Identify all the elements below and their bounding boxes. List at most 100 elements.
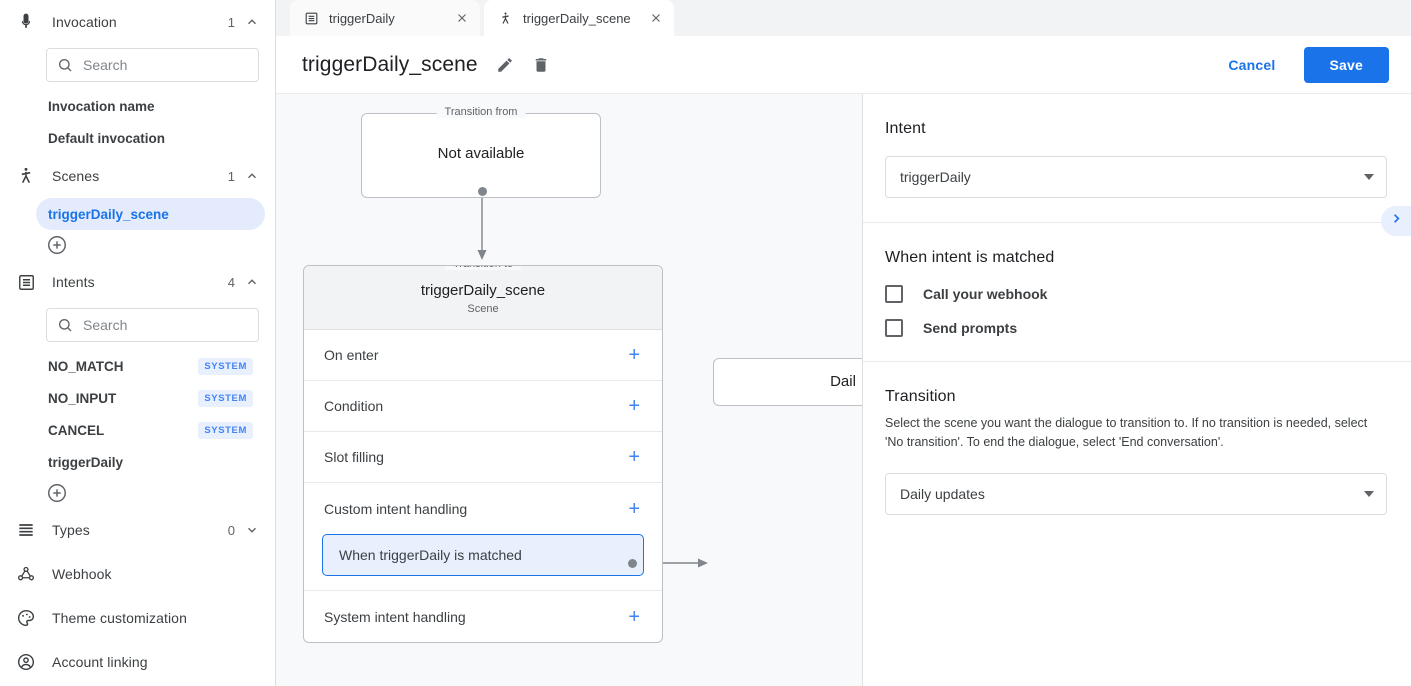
scene-row-custom-intent-handling[interactable]: Custom intent handling + [304, 483, 662, 534]
sidebar-item-theme-customization[interactable]: Theme customization [0, 596, 275, 640]
add-icon[interactable]: + [628, 446, 640, 468]
scene-row-label: Condition [324, 398, 384, 414]
sidebar-section-label: Intents [52, 274, 95, 290]
sidebar-item-triggerdaily[interactable]: triggerDaily [36, 446, 265, 478]
sidebar-section-label: Invocation [52, 14, 117, 30]
intents-search-wrap [0, 304, 275, 350]
invocation-search-wrap [0, 44, 275, 90]
chevron-up-icon[interactable] [245, 15, 259, 29]
scene-icon [498, 11, 513, 26]
sidebar-section-count: 1 [227, 168, 235, 184]
chevron-right-icon [1389, 211, 1404, 231]
scene-canvas[interactable]: Transition from Not available Transition… [276, 94, 862, 686]
tab-triggerdaily[interactable]: triggerDaily [290, 0, 480, 36]
scene-row-system-intent-handling[interactable]: System intent handling + [304, 591, 662, 642]
add-icon[interactable]: + [628, 395, 640, 417]
scene-card-subtitle: Scene [467, 303, 499, 315]
transition-select[interactable]: Daily updates [885, 472, 1387, 515]
sidebar-section-intents[interactable]: Intents 4 [0, 260, 275, 304]
sidebar-item-account-linking[interactable]: Account linking [0, 640, 275, 684]
sidebar-item-label: Default invocation [48, 130, 166, 146]
account-icon [14, 650, 38, 674]
sidebar-section-invocation[interactable]: Invocation 1 [0, 0, 275, 44]
right-panel: Intent triggerDaily When intent is match… [862, 94, 1411, 686]
sidebar-item-label: Theme customization [52, 610, 187, 626]
add-icon[interactable]: + [628, 344, 640, 366]
save-button[interactable]: Save [1303, 46, 1389, 83]
scene-row-condition[interactable]: Condition + [304, 381, 662, 432]
sidebar-item-label: Webhook [52, 566, 112, 582]
microphone-icon [14, 10, 38, 34]
chevron-up-icon[interactable] [245, 275, 259, 289]
intents-search[interactable] [46, 308, 259, 342]
cancel-button[interactable]: Cancel [1214, 48, 1289, 82]
sidebar-item-default-invocation[interactable]: Default invocation [36, 122, 265, 154]
scene-card-legend: Transition to [444, 266, 522, 270]
scene-icon [14, 164, 38, 188]
transition-target-box: Tr Dail [713, 358, 862, 406]
scene-card: Transition to triggerDaily_scene Scene O… [303, 265, 663, 643]
intent-select[interactable]: triggerDaily [885, 156, 1387, 198]
pencil-icon[interactable] [496, 56, 514, 74]
sidebar-section-types[interactable]: Types 0 [0, 508, 275, 552]
tab-label: triggerDaily [329, 10, 395, 26]
sidebar-section-count: 0 [227, 522, 235, 538]
sidebar-section-scenes[interactable]: Scenes 1 [0, 154, 275, 198]
sidebar-item-no-match[interactable]: NO_MATCH SYSTEM [36, 350, 265, 382]
checkbox-label: Call your webhook [923, 286, 1048, 302]
sidebar-section-label: Scenes [52, 168, 100, 184]
trash-icon[interactable] [532, 56, 550, 74]
scene-row-slot-filling[interactable]: Slot filling + [304, 432, 662, 483]
transition-target-value: Dail [830, 373, 856, 390]
checkbox-call-your-webhook[interactable] [885, 285, 903, 303]
sidebar-item-triggerdaily-scene[interactable]: triggerDaily_scene [36, 198, 265, 230]
sidebar-item-label: triggerDaily_scene [48, 206, 169, 222]
body-row: Transition from Not available Transition… [276, 94, 1411, 686]
chevron-up-icon[interactable] [245, 169, 259, 183]
add-intent-button[interactable] [46, 482, 68, 504]
sidebar-item-label: triggerDaily [48, 454, 124, 470]
checkbox-row-send-prompts[interactable]: Send prompts [885, 319, 1387, 337]
status-badge: SYSTEM [198, 357, 253, 375]
sidebar-item-invocation-name[interactable]: Invocation name [36, 90, 265, 122]
tab-strip: triggerDaily triggerDaily_scene [276, 0, 1411, 36]
sidebar-item-label: NO_INPUT [48, 390, 117, 406]
transition-description: Select the scene you want the dialogue t… [885, 416, 1368, 450]
intent-icon [304, 11, 319, 26]
intents-search-input[interactable] [83, 317, 248, 333]
page-title: triggerDaily_scene [302, 52, 478, 76]
panel-collapse-button[interactable] [1381, 206, 1411, 236]
invocation-search[interactable] [46, 48, 259, 82]
close-icon[interactable] [648, 10, 664, 26]
checkbox-row-call-your-webhook[interactable]: Call your webhook [885, 285, 1387, 303]
intent-handler-chip[interactable]: When triggerDaily is matched [322, 534, 644, 576]
chevron-down-icon[interactable] [245, 523, 259, 537]
scene-row-on-enter[interactable]: On enter + [304, 330, 662, 381]
transition-from-value: Not available [437, 145, 525, 162]
sidebar-section-count: 4 [227, 274, 235, 290]
types-icon [14, 518, 38, 542]
sidebar-item-label: NO_MATCH [48, 358, 124, 374]
intent-icon [14, 270, 38, 294]
intent-handler-label: When triggerDaily is matched [339, 547, 522, 563]
scene-row-label: Custom intent handling [324, 500, 468, 517]
invocation-search-input[interactable] [83, 57, 248, 73]
tab-triggerdaily-scene[interactable]: triggerDaily_scene [484, 0, 674, 36]
transition-heading: Transition [885, 388, 956, 405]
close-icon[interactable] [454, 10, 470, 26]
chevron-down-icon [1364, 174, 1374, 180]
sidebar-item-webhook[interactable]: Webhook [0, 552, 275, 596]
scene-row-label: System intent handling [324, 608, 466, 625]
tab-label: triggerDaily_scene [523, 10, 631, 26]
sidebar-item-label: Account linking [52, 654, 148, 670]
add-icon[interactable]: + [628, 497, 640, 520]
sidebar-item-cancel[interactable]: CANCEL SYSTEM [36, 414, 265, 446]
add-icon[interactable]: + [628, 605, 640, 628]
checkbox-send-prompts[interactable] [885, 319, 903, 337]
chevron-down-icon [1364, 490, 1374, 497]
scene-card-header: triggerDaily_scene Scene [304, 266, 662, 330]
sidebar-item-no-input[interactable]: NO_INPUT SYSTEM [36, 382, 265, 414]
transition-from-legend: Transition from [436, 106, 526, 118]
add-scene-button[interactable] [46, 234, 68, 256]
